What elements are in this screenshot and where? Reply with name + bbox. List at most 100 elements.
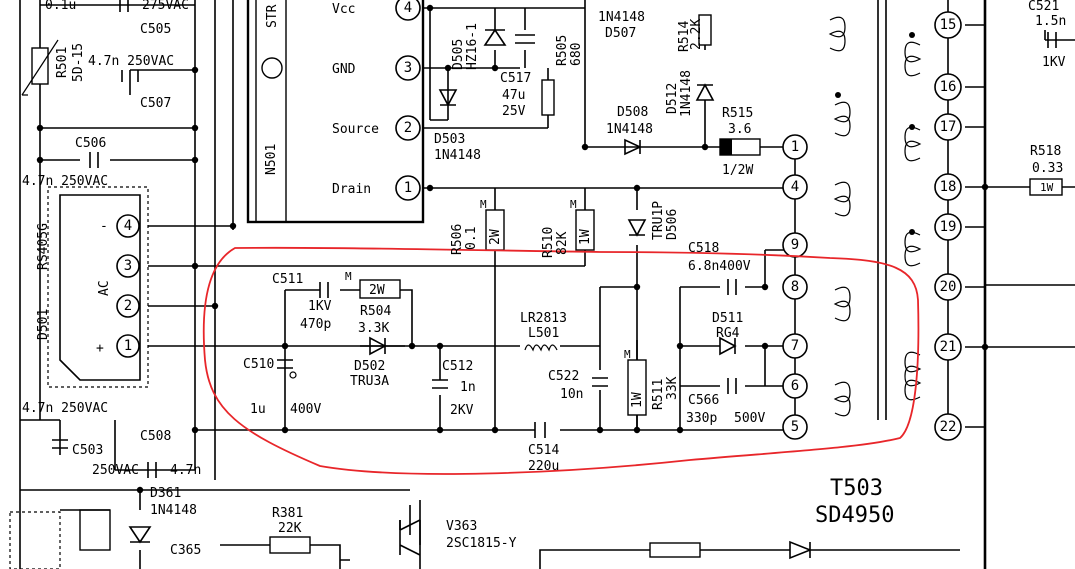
- t503-type: SD4950: [815, 503, 894, 528]
- svg-text:22: 22: [940, 419, 957, 435]
- c510-voltage: 400V: [290, 402, 321, 417]
- c-top-value: 0.1u: [45, 0, 76, 13]
- d511-diode: [719, 336, 737, 356]
- c511-label: C511: [272, 272, 303, 287]
- c521-capacitor: [1047, 32, 1057, 48]
- c566-capacitor: [727, 378, 737, 394]
- r511-m-mark: M: [624, 348, 631, 361]
- polarity-dot: [909, 229, 915, 235]
- r510-m-mark: M: [570, 198, 577, 211]
- r510-label: R510: [541, 227, 556, 258]
- d501-label: D501: [36, 309, 51, 340]
- bottom-diode: [789, 540, 813, 560]
- c510-value: 1u: [250, 402, 266, 417]
- c503-capacitor: [52, 439, 68, 449]
- svg-text:1: 1: [124, 338, 132, 354]
- svg-text:21: 21: [940, 339, 957, 355]
- svg-text:1: 1: [404, 180, 412, 196]
- c503-value: 4.7n 250VAC: [22, 401, 108, 416]
- bridge-d501-body: [59, 194, 141, 381]
- c506-capacitor: [89, 152, 99, 168]
- pin-d501-1: 1: [116, 334, 140, 358]
- r381-label: R381: [272, 506, 303, 521]
- highlight-outline: [202, 246, 920, 475]
- c503-label: C503: [72, 443, 103, 458]
- pin-t503-18: 18: [934, 173, 962, 201]
- c522-capacitor: [592, 377, 608, 387]
- pin-t503-16: 16: [934, 73, 962, 101]
- c365-label: C365: [170, 543, 201, 558]
- c514-label: C514: [528, 443, 559, 458]
- c511-capacitor: [319, 282, 329, 298]
- r504-label: R504: [360, 304, 391, 319]
- drain-label: Drain: [332, 182, 371, 197]
- c-top-voltage: 275VAC: [142, 0, 189, 13]
- pin-t503-6: 6: [782, 373, 808, 399]
- r515-value: 3.6: [728, 122, 751, 137]
- rs405g-label: RS405G: [36, 223, 51, 270]
- d508-diode: [624, 138, 642, 156]
- ic-mounting-hole: [261, 57, 283, 79]
- svg-text:3: 3: [124, 258, 132, 274]
- r514-label: R514: [677, 21, 692, 52]
- pin-t503-17: 17: [934, 113, 962, 141]
- c512-label: C512: [442, 359, 473, 374]
- d502-type: TRU3A: [350, 374, 389, 389]
- pin-n501-vcc: 4: [395, 0, 421, 21]
- bridge-d501-outline: [47, 186, 149, 388]
- components: [9, 0, 1063, 569]
- c566-value: 330p: [686, 411, 717, 426]
- d505-zener: [483, 28, 507, 46]
- r501-label: R501: [55, 47, 70, 78]
- d506-label: D506: [665, 209, 680, 240]
- r518-label: R518: [1030, 144, 1061, 159]
- c512-voltage: 2KV: [450, 403, 474, 418]
- d503-label: D503: [434, 132, 465, 147]
- pin-n501-gnd: 3: [395, 55, 421, 81]
- d502-diode: [369, 336, 387, 356]
- coils: [524, 16, 922, 417]
- svg-text:4: 4: [404, 0, 412, 16]
- c510-capacitor: [277, 359, 293, 369]
- svg-text:4: 4: [124, 218, 132, 234]
- c506-label: C506: [75, 136, 106, 151]
- vcc-label: Vcc: [332, 2, 355, 17]
- str-label: STR: [265, 4, 280, 28]
- r506-value: 0.1: [464, 227, 479, 250]
- pin-t503-20: 20: [934, 273, 962, 301]
- c521-voltage: 1KV: [1042, 55, 1066, 70]
- v363-transistor: [399, 519, 421, 556]
- c511-voltage: 1KV: [308, 299, 332, 314]
- d512-diode: [695, 83, 715, 101]
- d506-diode: [627, 219, 647, 237]
- pin-d501-4: 4: [116, 214, 140, 238]
- minus-sign: -: [100, 219, 108, 234]
- svg-text:15: 15: [940, 17, 957, 33]
- r381-value: 22K: [278, 521, 302, 536]
- d505-label: D505: [451, 39, 466, 70]
- r511-label: R511: [651, 379, 666, 410]
- pin-t503-21: 21: [934, 333, 962, 361]
- c508-capacitor: [147, 462, 157, 478]
- c521-label: C521: [1028, 0, 1059, 14]
- transformer-core: [877, 0, 887, 420]
- r510-value: 82K: [555, 231, 570, 255]
- c505-label: C505: [140, 22, 171, 37]
- c518-label: C518: [688, 241, 719, 256]
- c507-value: 4.7n 250VAC: [88, 54, 174, 69]
- d511-label: D511: [712, 311, 743, 326]
- svg-text:3: 3: [404, 60, 412, 76]
- ic-n501-body: [246, 0, 425, 224]
- bottom-resistor: [649, 542, 701, 558]
- r504-resistor: [359, 279, 401, 299]
- c517-label: C517: [500, 71, 531, 86]
- c514-capacitor: [534, 422, 546, 438]
- c512-value: 1n: [460, 380, 476, 395]
- r515-power: 1/2W: [722, 163, 753, 178]
- pin-t503-4: 4: [782, 174, 808, 200]
- plus-sign: +: [96, 341, 104, 356]
- r501-resistor: [31, 47, 49, 85]
- d506-type: TRU1P: [651, 201, 666, 240]
- c507-label: C507: [140, 96, 171, 111]
- pin-d501-2: 2: [116, 294, 140, 318]
